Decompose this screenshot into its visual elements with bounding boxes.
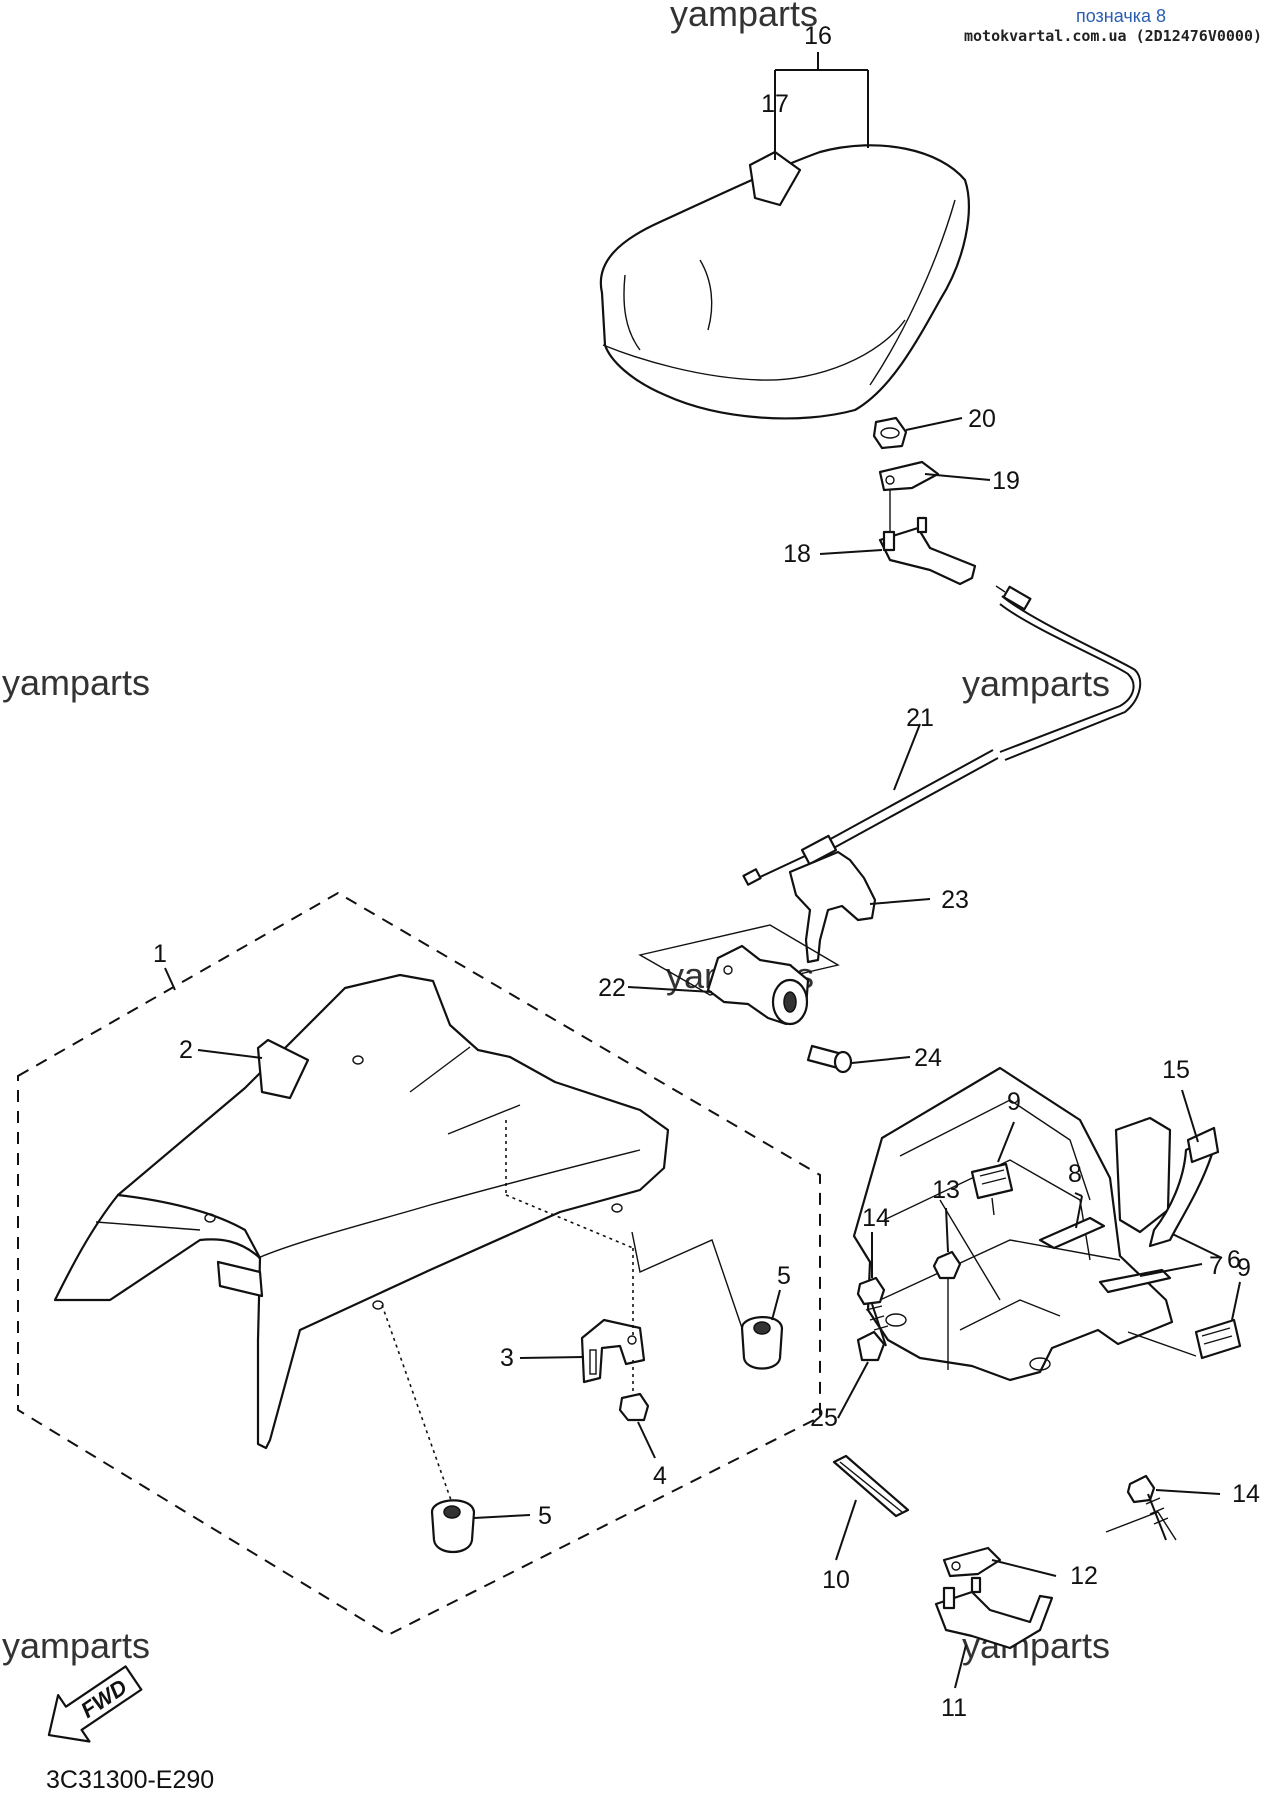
callout-14-lower: 14 [1232,1480,1260,1508]
seat-hook-part-18 [878,516,977,586]
diagram-code: 3C31300-E290 [46,1766,214,1794]
seat-assembly-boundary [17,891,821,1637]
watermark: yamparts [2,662,150,703]
callout-16: 16 [804,22,832,50]
callout-14-upper: 14 [862,1204,890,1232]
callout-15: 15 [1162,1056,1190,1084]
callout-21: 21 [906,704,934,732]
strap-part-15 [1148,1126,1220,1248]
damper-part-5-lower [430,1499,476,1553]
callout-19: 19 [992,467,1020,495]
plate-part-12 [942,1546,1002,1578]
callout-24: 24 [914,1044,942,1072]
cushion-part-25 [856,1330,886,1362]
callout-7: 7 [1209,1252,1223,1280]
cushion-part-9-right [1194,1318,1242,1360]
bolt-part-14-upper [856,1276,889,1347]
bracket-part-23 [788,850,877,964]
callout-9-left: 9 [1007,1088,1021,1116]
rubber-strip-part-10 [832,1454,910,1518]
callout-22: 22 [598,974,626,1002]
callout-23: 23 [941,886,969,914]
seat-frame-part-6 [852,1066,1174,1382]
bolt-part-14-lower [1126,1474,1169,1541]
callout-4: 4 [653,1462,667,1490]
bracket-part-3 [580,1318,646,1384]
watermark: yamparts [962,663,1110,704]
strip-part-8 [1038,1216,1106,1250]
callout-25: 25 [810,1404,838,1432]
callout-9-right: 9 [1237,1254,1251,1282]
seat-label-part-2 [256,1038,310,1100]
reference-header: позначка 8 motokvartal.com.ua (2D12476V0… [964,6,1262,45]
seat-lock-cable-part-21 [742,585,1142,886]
nut-part-4 [618,1392,650,1422]
callout-10: 10 [822,1566,850,1594]
seat-part-1 [53,973,670,1450]
callout-12: 12 [1070,1562,1098,1590]
callout-20: 20 [968,405,996,433]
callout-5-lower: 5 [538,1502,552,1530]
callout-11: 11 [941,1694,967,1722]
callout-3: 3 [500,1344,514,1372]
callout-18: 18 [783,540,811,568]
callout-17: 17 [761,90,789,118]
bolt-part-24 [806,1044,853,1074]
watermark: yamparts [2,1625,150,1666]
seat-lock-part-22 [638,924,840,1026]
callout-5-upper: 5 [777,1262,791,1290]
callout-2: 2 [179,1036,193,1064]
passenger-seat-drawing [599,144,970,420]
watermark: yamparts [670,0,818,34]
damper-part-5-upper [740,1316,784,1370]
nut-part-20 [872,416,908,450]
cushion-part-9-left [970,1162,1014,1200]
seat-hook-part-11 [934,1576,1054,1650]
strip-part-7 [1098,1268,1172,1294]
forward-arrow-icon: FWD [47,1665,143,1743]
reference-title: позначка 8 [1075,6,1166,26]
callout-6: 6 [1227,1246,1241,1274]
callout-8: 8 [1068,1160,1082,1188]
callout-1: 1 [153,940,167,968]
plate-part-19 [878,460,940,492]
callout-13: 13 [932,1176,960,1204]
reference-source: motokvartal.com.ua (2D12476V0000) [963,27,1262,45]
nut-part-13 [932,1250,962,1280]
